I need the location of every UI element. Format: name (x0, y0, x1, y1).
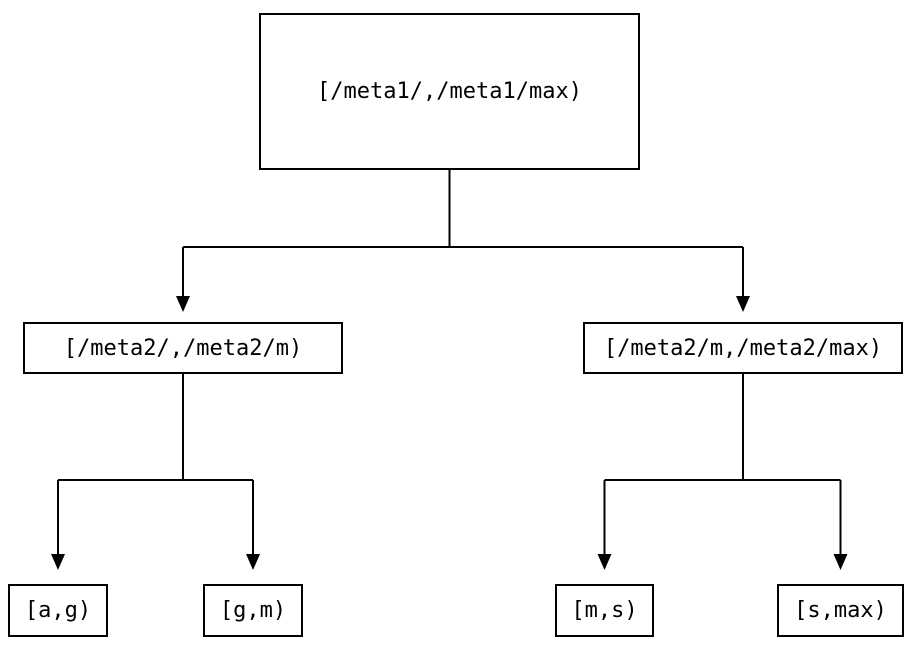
node-leaf-g-m: [g,m) (203, 584, 303, 637)
arrowhead-leaf-g-m (246, 554, 260, 570)
node-label: [g,m) (219, 598, 287, 623)
node-label: [/meta1/,/meta1/max) (317, 79, 582, 104)
node-label: [s,max) (794, 598, 887, 623)
arrowhead-leaf-m-s (597, 554, 612, 570)
arrowhead-child-left (176, 296, 190, 312)
node-label: [a,g) (24, 598, 92, 623)
node-meta2-upper-range: [/meta2/m,/meta2/max) (583, 322, 903, 374)
node-leaf-s-max: [s,max) (777, 584, 904, 637)
arrowhead-leaf-s-max (833, 554, 848, 570)
node-leaf-a-g: [a,g) (8, 584, 108, 637)
node-root-meta1-range: [/meta1/,/meta1/max) (259, 13, 640, 170)
node-leaf-m-s: [m,s) (555, 584, 654, 637)
node-meta2-lower-range: [/meta2/,/meta2/m) (23, 322, 343, 374)
arrowhead-leaf-a-g (51, 554, 65, 570)
node-label: [/meta2/,/meta2/m) (63, 335, 303, 361)
node-label: [/meta2/m,/meta2/max) (603, 335, 883, 361)
arrowhead-child-right (736, 296, 750, 312)
node-label: [m,s) (571, 598, 638, 623)
